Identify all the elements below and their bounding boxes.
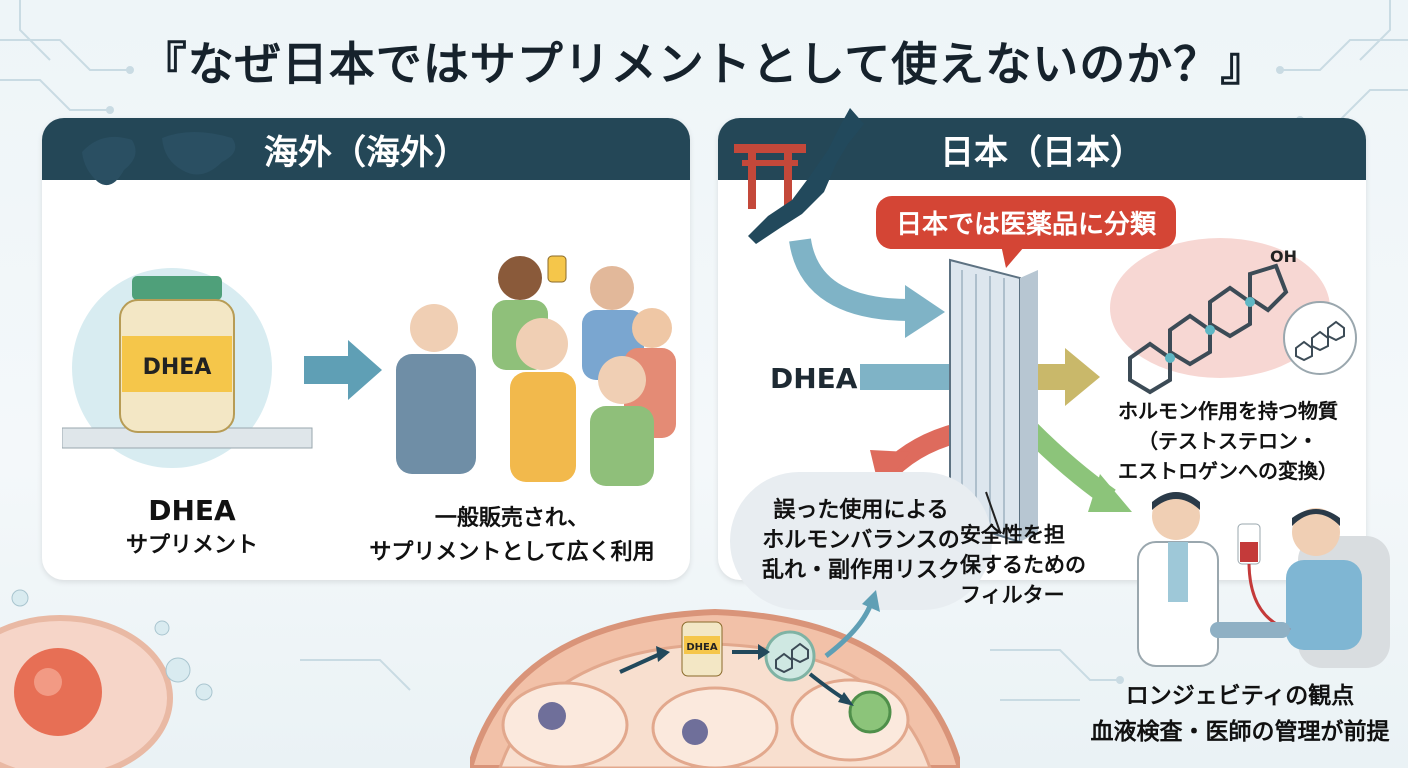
page-title: 『なぜ日本ではサプリメントとして使えないのか？』: [140, 37, 1268, 91]
arrow-right-icon: [304, 340, 382, 400]
filter-panel: [949, 258, 1038, 544]
people-group-illustration: [396, 255, 676, 486]
supplement-jar-illustration: DHEA: [62, 268, 313, 468]
hormone-caption-line3: エストロゲンへの変換）: [1118, 459, 1338, 483]
cell-jar-label: DHEA: [686, 642, 718, 653]
risk-cloud: 誤った使用による ホルモンバランスの 乱れ・副作用リスク: [740, 482, 982, 600]
filter-caption-line1: 安全性を担: [960, 523, 1065, 547]
dhea-label: DHEA: [770, 362, 858, 395]
risk-line2: ホルモンバランスの: [762, 528, 960, 553]
torii-gate-icon: [734, 144, 806, 209]
hormone-molecule-illustration: OH: [1110, 238, 1357, 395]
callout-tail: [1000, 240, 1030, 268]
filter-caption-line2: 保するための: [960, 553, 1086, 577]
hormone-oh-label: OH: [1270, 247, 1297, 266]
risk-line3: 乱れ・副作用リスク: [761, 558, 960, 583]
cell-tissue-illustration: DHEA: [470, 590, 960, 768]
caption-product-line1: DHEA: [148, 494, 236, 527]
longevity-line1: ロンジェビティの観点: [1125, 683, 1355, 709]
world-map-icon: [82, 132, 236, 186]
filter-flow-diagram: [789, 237, 1132, 544]
longevity-line2: 血液検査・医師の管理が前提: [1090, 719, 1390, 745]
filter-caption-line3: フィルター: [960, 583, 1065, 607]
overseas-panel: 海外（海外） DHEA DHEA サプリメント 一般販売され、 サプリメントとし…: [42, 118, 690, 580]
cell-decoration: [0, 589, 213, 768]
japan-map-icon: [748, 108, 864, 244]
hormone-caption-line1: ホルモン作用を持つ物質: [1118, 399, 1338, 423]
risk-line1: 誤った使用による: [773, 498, 949, 523]
jar-label: DHEA: [143, 355, 212, 380]
caption-product-line2: サプリメント: [125, 533, 258, 558]
caption-usage-line1: 一般販売され、: [434, 506, 590, 531]
caption-usage-line2: サプリメントとして広く利用: [369, 540, 655, 565]
doctor-blood-test-illustration: [1137, 492, 1390, 668]
overseas-header: 海外（海外）: [42, 118, 690, 180]
hormone-caption-line2: （テストステロン・: [1138, 429, 1318, 453]
